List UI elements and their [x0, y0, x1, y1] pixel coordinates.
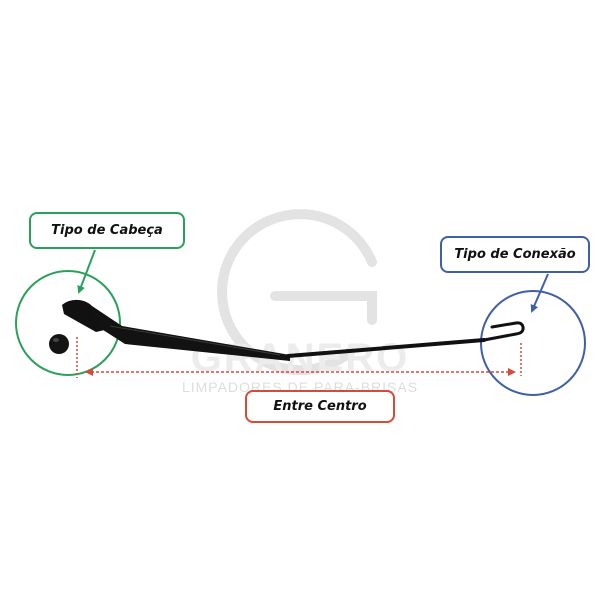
connection-detail-circle — [480, 290, 586, 396]
watermark-logo: GRANERO LIMPADORES DE PARA-BRISAS — [182, 209, 417, 395]
wiper-arm — [62, 299, 525, 361]
connection-type-text: Tipo de Conexão — [454, 247, 576, 262]
connection-type-label: Tipo de Conexão — [440, 236, 590, 273]
pivot-nut — [49, 334, 69, 354]
head-type-label: Tipo de Cabeça — [29, 212, 185, 249]
head-type-text: Tipo de Cabeça — [51, 223, 163, 238]
head-callout-arrow — [77, 249, 96, 294]
center-distance-label: Entre Centro — [245, 390, 395, 423]
head-detail-circle — [15, 270, 121, 376]
connection-callout-arrow — [530, 273, 549, 313]
watermark-brand: GRANERO — [191, 336, 409, 380]
center-distance-text: Entre Centro — [273, 399, 367, 414]
